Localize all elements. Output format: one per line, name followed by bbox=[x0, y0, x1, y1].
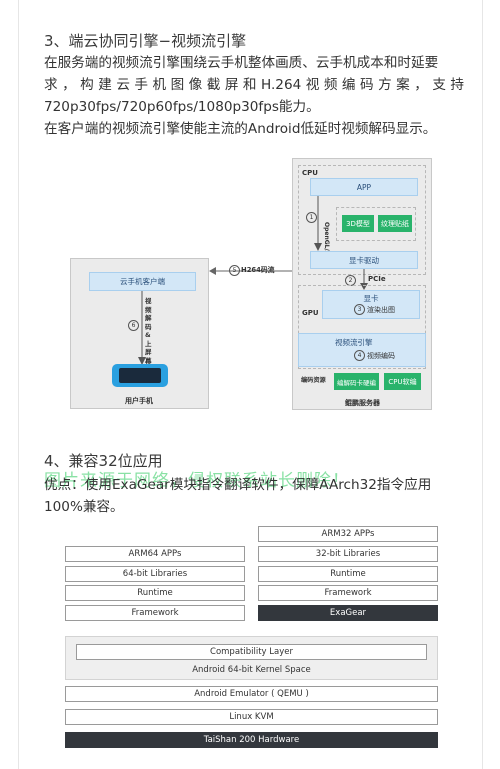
client-panel bbox=[70, 258, 209, 409]
section4-line-2: 100%兼容。 bbox=[44, 499, 124, 515]
kvm-box: Linux KVM bbox=[65, 709, 438, 725]
right-border bbox=[482, 0, 483, 769]
step6-num: 6 bbox=[128, 320, 139, 331]
app-box: APP bbox=[310, 178, 418, 196]
arch-left-3: Framework bbox=[65, 605, 245, 621]
video-encode-label: 视频编码 bbox=[367, 352, 395, 360]
arch-right-3: Framework bbox=[258, 585, 438, 601]
h264-label: H264码流 bbox=[241, 266, 275, 274]
step2-num: 2 bbox=[345, 275, 356, 286]
step4-num: 4 bbox=[354, 350, 365, 361]
section3-line-1: 在服务端的视频流引擎围绕云手机整体画质、云手机成本和时延要 bbox=[44, 55, 439, 71]
phone-icon bbox=[112, 364, 168, 387]
step5-num: 5 bbox=[229, 265, 240, 276]
gpu-region bbox=[298, 285, 426, 369]
arch-right-2: Runtime bbox=[258, 566, 438, 582]
cpu-label: CPU bbox=[302, 169, 318, 177]
h264-arrow bbox=[209, 267, 293, 275]
hardware-box: TaiShan 200 Hardware bbox=[65, 732, 438, 748]
pcie-arrow bbox=[360, 269, 368, 290]
server-panel bbox=[292, 158, 432, 410]
arch-left-2: Runtime bbox=[65, 585, 245, 601]
3d-model-box: 3D模型 bbox=[342, 215, 374, 232]
section3-line-3: 720p30fps/720p60fps/1080p30fps能力。 bbox=[44, 99, 320, 115]
arch-right-4-exagear: ExaGear bbox=[258, 605, 438, 621]
decode-screen-label: 视频解码&上屏幕 bbox=[145, 297, 152, 365]
gpu-label: GPU bbox=[302, 309, 319, 317]
cpu-soft-box: CPU软编 bbox=[384, 373, 421, 390]
arch-right-0: ARM32 APPs bbox=[258, 526, 438, 542]
section4-line-1: 优点：使用ExaGear模块指令翻译软件，保障AArch32指令应用 bbox=[44, 477, 432, 493]
cpu-region bbox=[298, 165, 426, 275]
render-label: 渲染出图 bbox=[367, 306, 395, 314]
server-label: 鲲鹏服务器 bbox=[345, 399, 380, 407]
client-down-arrow bbox=[138, 291, 146, 365]
step1-num: 1 bbox=[306, 212, 317, 223]
kernel-space-label: Android 64-bit Kernel Space bbox=[192, 665, 311, 675]
graphics-card-box: 显卡 bbox=[322, 290, 420, 319]
watermark: 图片来源于网络，侵权联系站长删除！ bbox=[44, 471, 350, 491]
section3-line-4: 在客户端的视频流引擎使能主流的Android低延时视频解码显示。 bbox=[44, 121, 437, 137]
section3-heading: 3、端云协同引擎−视频流引擎 bbox=[44, 32, 247, 50]
hw-codec-box: 编解码卡硬编 bbox=[334, 373, 379, 390]
section3-paragraph: 在服务端的视频流引擎围绕云手机整体画质、云手机成本和时延要 求，构建云手机图像截… bbox=[44, 52, 464, 140]
model-region bbox=[336, 207, 416, 241]
arch-left-1: 64-bit Libraries bbox=[65, 566, 245, 582]
gpu-driver-box: 显卡驱动 bbox=[310, 251, 418, 269]
arch-right-1: 32-bit Libraries bbox=[258, 546, 438, 562]
arch-left-0: ARM64 APPs bbox=[65, 546, 245, 562]
codec-resource-label: 编码资源 bbox=[301, 377, 326, 384]
emulator-box: Android Emulator ( QEMU ) bbox=[65, 686, 438, 702]
texture-box: 纹理贴纸 bbox=[378, 215, 412, 232]
opengl-label: OpenGL/API bbox=[323, 222, 330, 262]
opengl-arrow bbox=[314, 196, 322, 251]
compat-layer-box: Compatibility Layer bbox=[76, 644, 427, 660]
left-border bbox=[18, 0, 19, 769]
section4-heading: 4、兼容32位应用 bbox=[44, 452, 163, 470]
step3-num: 3 bbox=[354, 304, 365, 315]
video-engine-box: 视频流引擎 bbox=[298, 333, 426, 367]
client-app-box: 云手机客户端 bbox=[89, 272, 196, 291]
user-phone-label: 用户手机 bbox=[125, 397, 153, 405]
section4-paragraph: 优点：使用ExaGear模块指令翻译软件，保障AArch32指令应用 100%兼… bbox=[44, 474, 464, 518]
pcie-label: PCIe bbox=[368, 275, 386, 283]
section3-line-2: 求，构建云手机图像截屏和H.264视频编码方案，支持 bbox=[44, 77, 464, 93]
